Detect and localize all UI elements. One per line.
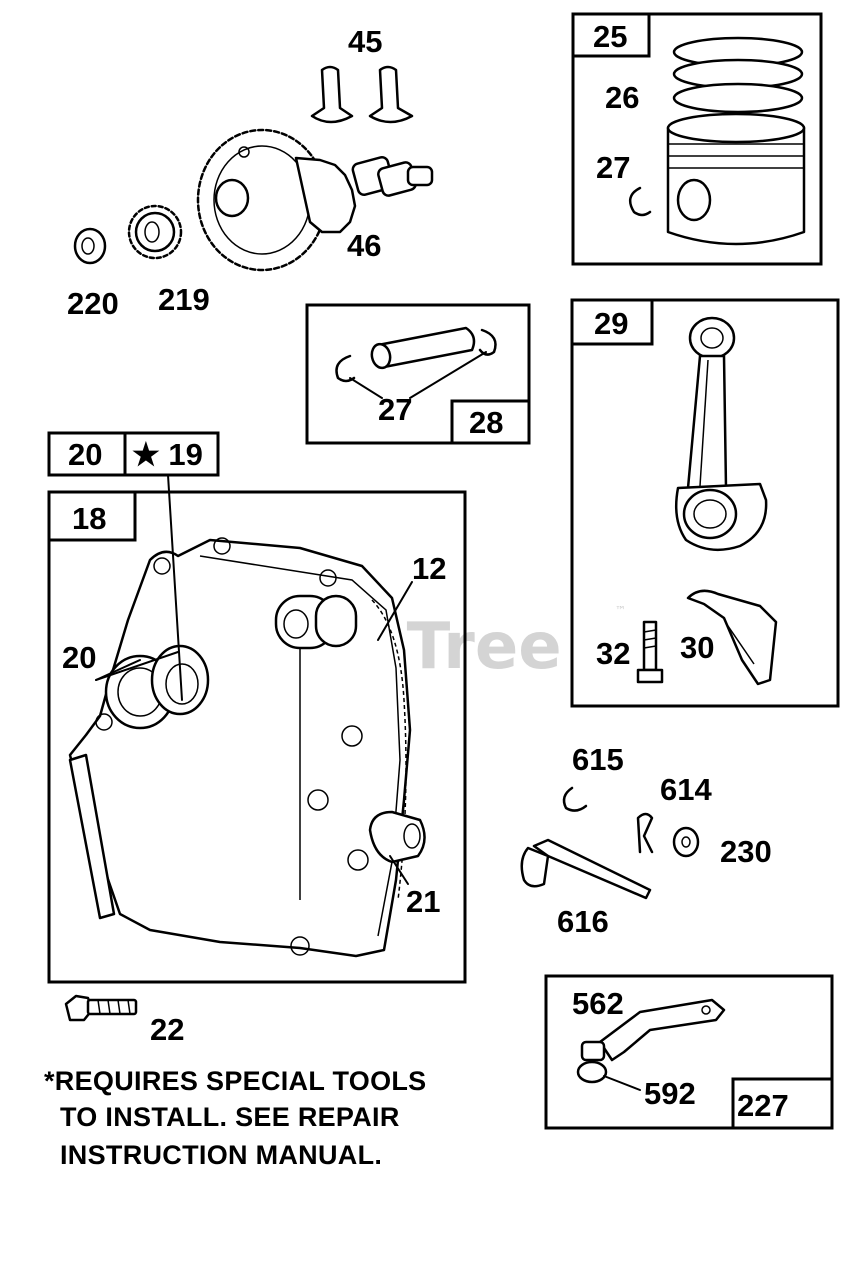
label-45: 45 [348,24,382,59]
label-614: 614 [660,772,712,807]
connecting-rod[interactable] [675,316,768,552]
watermark-trademark: ™ [615,604,626,617]
crankcase-cover-box[interactable] [47,490,467,984]
retainer-clip-27-right[interactable] [478,328,497,356]
label-27-pin: 27 [378,392,412,427]
label-12: 12 [412,551,446,586]
tappet-45-a[interactable] [310,65,354,124]
crankcase-cover[interactable] [68,537,412,958]
connecting-rod-box[interactable] [570,298,840,708]
label-19-box: ★ 19 [132,437,203,472]
label-27-piston: 27 [596,150,630,185]
box-tag-227 [731,1077,834,1130]
label-29: 29 [594,306,628,341]
label-230: 230 [720,834,772,869]
label-18: 18 [72,501,106,536]
label-25: 25 [593,19,627,54]
piston-27[interactable] [666,112,806,246]
label-28: 28 [469,405,503,440]
bolt-32[interactable] [636,620,664,684]
nut-592[interactable] [576,1060,641,1091]
box-tag-29 [570,298,654,346]
note-line-3: INSTRUCTION MANUAL. [60,1140,382,1170]
leader-19 [167,474,183,701]
piston-pin-box[interactable] [305,303,531,445]
label-220: 220 [67,286,119,321]
label-26: 26 [605,80,639,115]
retainer-clip-27-left[interactable] [335,354,356,383]
label-227: 227 [737,1088,789,1123]
box-tag-28 [450,399,531,445]
note-line-1: *REQUIRES SPECIAL TOOLS [44,1066,426,1096]
label-592: 592 [644,1076,696,1111]
label-616: 616 [557,904,609,939]
hitch-pin-614[interactable] [636,812,654,854]
governor-lever[interactable] [598,998,726,1062]
note-line-2: TO INSTALL. SEE REPAIR [60,1102,400,1132]
label-21: 21 [406,884,440,919]
label-46: 46 [347,228,381,263]
label-30: 30 [680,630,714,665]
camshaft-gear-46[interactable] [196,128,434,272]
dipper-30[interactable] [686,589,778,686]
label-22: 22 [150,1012,184,1047]
governor-lever-box[interactable] [544,974,834,1130]
leader-12 [377,581,413,641]
label-562: 562 [572,986,624,1021]
governor-shaft-616[interactable] [520,838,652,900]
piston-assembly-box[interactable] [571,12,823,266]
tappet-45-b[interactable] [368,65,414,124]
leader-27-left [349,377,383,399]
label-615: 615 [572,742,624,777]
bolt-22[interactable] [64,994,138,1022]
label-32: 32 [596,636,630,671]
piston-pin[interactable] [370,326,476,370]
retainer-ring-27[interactable] [628,186,652,217]
washer-230[interactable] [672,826,700,858]
gear-219[interactable] [127,204,183,260]
box-tag-18 [47,490,137,542]
box-tag-25 [571,12,651,58]
leader-27-right [409,351,487,399]
box-tag-19 [123,431,220,477]
washer-220[interactable] [73,227,107,265]
screw-562[interactable] [580,1040,606,1062]
retaining-ring-615[interactable] [562,786,588,812]
governor-shaft-21[interactable] [368,810,426,885]
label-20: 20 [62,640,96,675]
label-219: 219 [158,282,210,317]
piston-rings-26[interactable] [672,36,804,114]
oil-seal-20[interactable] [95,651,179,681]
label-20-box: 20 [68,437,102,472]
